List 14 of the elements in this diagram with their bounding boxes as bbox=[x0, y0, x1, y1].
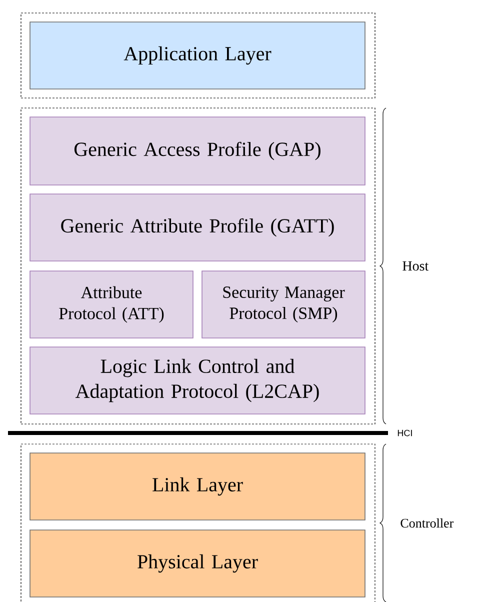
layer-box: Security Manager Protocol (SMP) bbox=[202, 270, 366, 338]
layer-box: Attribute Protocol (ATT) bbox=[30, 270, 194, 338]
group-label: Host bbox=[402, 261, 429, 271]
layer-box: Physical Layer bbox=[30, 530, 366, 598]
layer-box: Application Layer bbox=[30, 22, 366, 90]
layer-box: Logic Link Control and Adaptation Protocol (L2CAP) bbox=[30, 346, 366, 414]
layer-box: Link Layer bbox=[30, 452, 366, 520]
layer-box: Generic Attribute Profile (GATT) bbox=[30, 194, 366, 262]
layer-box: Generic Access Profile (GAP) bbox=[30, 116, 366, 186]
group-label: Controller bbox=[400, 518, 454, 528]
dashed-frame bbox=[20, 12, 376, 98]
boundary-label: HCI bbox=[398, 430, 412, 436]
dashed-frame bbox=[20, 108, 376, 424]
dashed-frame bbox=[20, 444, 376, 602]
